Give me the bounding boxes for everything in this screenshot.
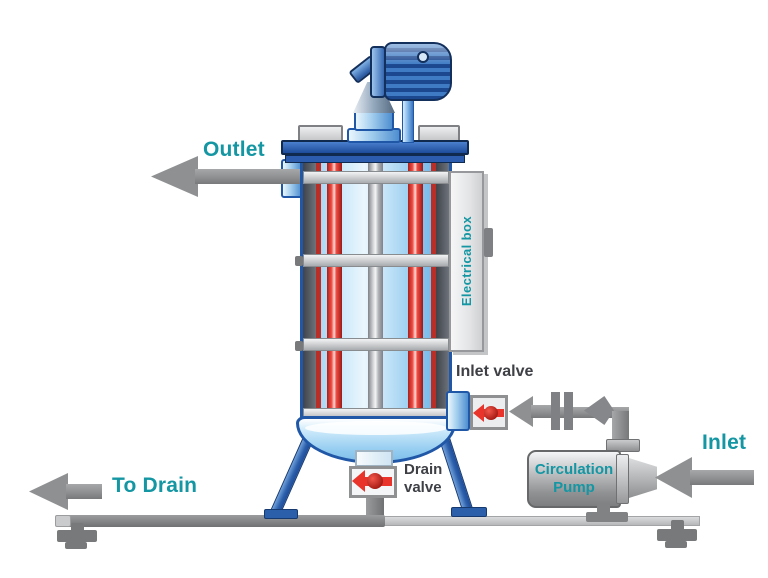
tank-baffle-2 [303, 254, 449, 267]
heater-rod-right [408, 161, 423, 431]
floor-rail [382, 516, 700, 526]
heater-stripe-left [316, 161, 321, 431]
inlet-arrow-shaft [690, 470, 754, 485]
inlet-valve-label: Inlet valve [456, 363, 534, 380]
anchor-foot [665, 541, 687, 548]
heater-stripe-right [431, 161, 436, 431]
motor-eyebolt-icon [417, 51, 429, 63]
tank-baffle-1 [303, 171, 449, 184]
valve-ball [367, 473, 383, 489]
lid-rim [285, 155, 465, 163]
pump-body [527, 450, 621, 508]
inlet-arrow-head [655, 457, 692, 498]
wall-lug-1 [295, 256, 303, 266]
arrow-shaft [531, 405, 556, 418]
to-drain-label: To Drain [112, 474, 198, 497]
pump-suction-cone [629, 458, 657, 498]
electrical-box-label-wrap: Electrical box [449, 171, 484, 352]
outlet-arrow-shaft [195, 169, 303, 184]
check-valve-icon [584, 396, 614, 425]
motor-body [384, 42, 452, 101]
tank-foot-left [264, 509, 298, 519]
pump-front-ring [616, 454, 629, 504]
inlet-nozzle [446, 391, 470, 431]
drive-pedestal-mid [354, 110, 394, 131]
agitator-shaft [368, 161, 383, 431]
drain-pipe-horizontal [56, 515, 385, 527]
tank-baffle-3 [303, 338, 449, 351]
tank-wall-left [303, 161, 316, 431]
pump-foot-pad [586, 512, 628, 522]
circulation-pump-label: Circulation Pump [534, 461, 614, 496]
to-drain-arrow-head [29, 473, 68, 510]
valve-ball [484, 406, 498, 420]
anchor-bar [657, 529, 697, 541]
electrical-box-panel [449, 171, 484, 352]
electrical-box-label: Electrical box [459, 216, 474, 307]
pipe-flange-1 [551, 392, 560, 430]
drain-pipe-end-cap [55, 515, 71, 527]
flow-head [473, 404, 484, 422]
inlet-label: Inlet [702, 431, 747, 454]
electrical-box-latch [484, 228, 493, 257]
drain-valve-neck [355, 450, 393, 467]
heater-rod-left [327, 161, 342, 431]
tank-foot-right [451, 507, 487, 517]
anchor-foot [65, 542, 87, 549]
drain-pipe-vertical [366, 493, 384, 519]
tank-wall-right [436, 161, 449, 431]
dish-rim-highlight [305, 421, 447, 435]
wall-lug-2 [295, 341, 303, 351]
motor-support-rod [402, 96, 414, 143]
anchor-bar [57, 530, 97, 542]
drain-valve-label: Drain valve [404, 461, 443, 496]
pump-label-wrap: Circulation Pump [527, 459, 621, 499]
pipe-flange-2 [564, 392, 573, 430]
pump-outlet-port [606, 439, 640, 452]
outlet-arrow-head [151, 156, 198, 197]
outlet-label: Outlet [203, 138, 265, 161]
arrow-head [509, 396, 533, 427]
to-drain-arrow-shaft [66, 484, 102, 499]
